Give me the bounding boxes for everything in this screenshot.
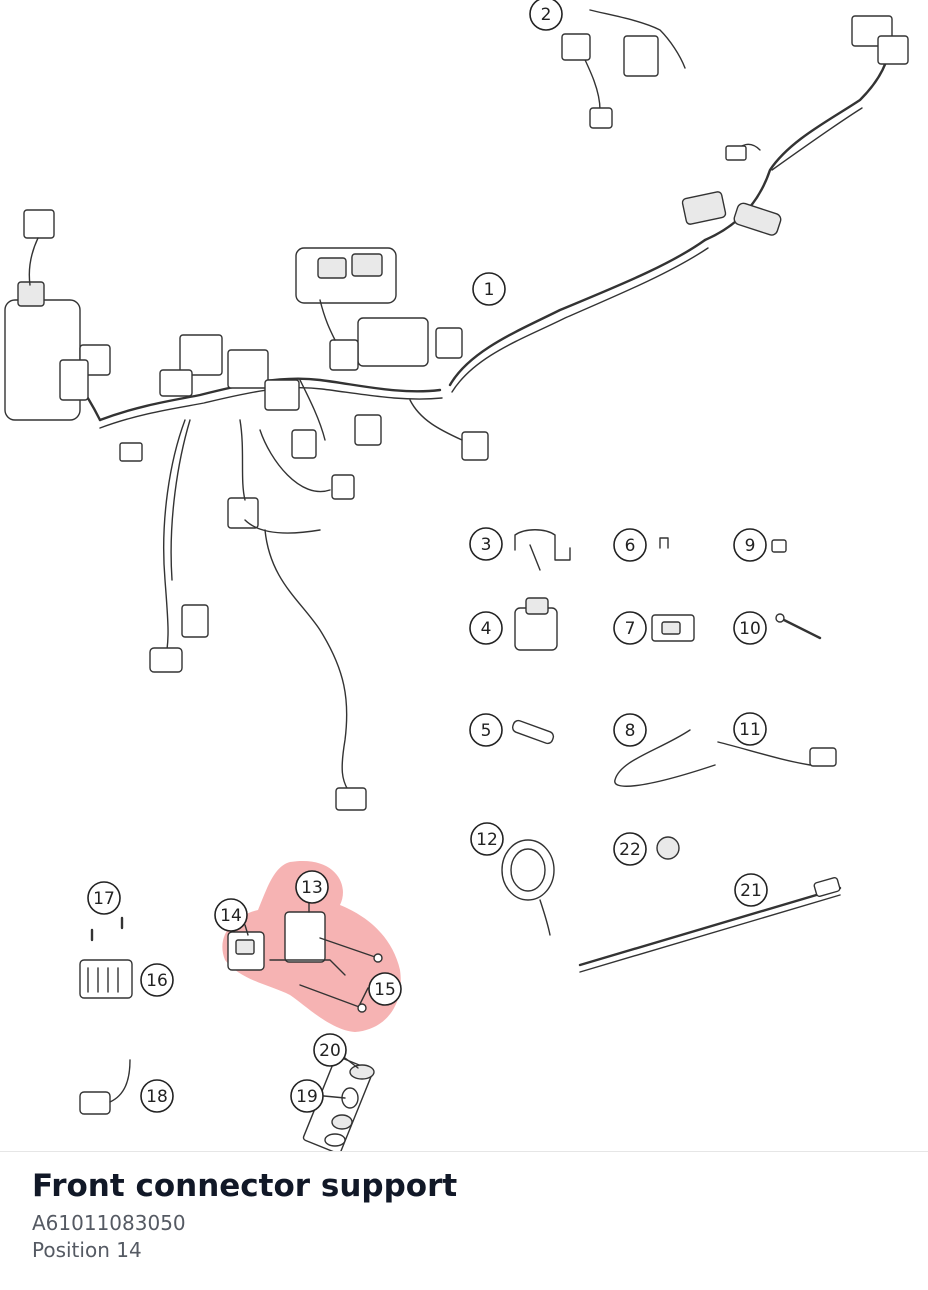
callout-label: 9 [745,536,756,556]
callout-circle [469,527,503,561]
main-wiring-harness [4,15,909,811]
part-18-sensor [79,1059,131,1115]
callout-5: 5 [469,713,503,747]
part-12-ring [501,839,555,936]
callout-label: 21 [740,881,762,901]
callout-10: 10 [733,611,767,645]
callout-label: 3 [481,535,492,555]
callout-13: 13 [295,870,329,904]
part-21-cable-tie [578,876,842,973]
callout-circle [733,528,767,562]
callout-20: 20 [313,1033,347,1067]
callout-circle [469,713,503,747]
part-2-sub-harness [561,9,686,129]
callout-label: 10 [739,619,761,639]
callout-circle [734,873,768,907]
callout-label: 13 [301,878,323,898]
callout-circle [469,611,503,645]
part-position: Position 14 [32,1238,142,1262]
part-13-connector-bracket [269,911,346,976]
part-6-clip [659,537,669,549]
part-5-fuse [511,719,555,745]
callout-3: 3 [469,527,503,561]
callout-circle [613,713,647,747]
callout-circle [140,963,174,997]
part-22-grommet [656,836,680,860]
callout-circle [290,1079,324,1113]
part-10-pin [775,613,822,640]
callout-label: 16 [146,971,168,991]
callout-18: 18 [140,1079,174,1113]
callout-circle [613,611,647,645]
callout-circle [613,528,647,562]
callout-8: 8 [613,713,647,747]
callout-circle [733,712,767,746]
callout-15: 15 [368,972,402,1006]
callout-12: 12 [470,822,504,856]
callout-circle [470,822,504,856]
callout-circle [472,272,506,306]
callout-circle [613,832,647,866]
callout-label: 8 [625,721,636,741]
callout-label: 2 [541,5,552,25]
part-8-cable-tie [614,729,716,787]
callout-label: 5 [481,721,492,741]
callout-circle [87,881,121,915]
divider [0,1151,928,1152]
callout-1: 1 [472,272,506,306]
callout-label: 1 [484,280,495,300]
part-3-clip [514,529,571,571]
callout-11: 11 [733,712,767,746]
callout-circle [529,0,563,31]
part-number: A61011083050 [32,1211,186,1235]
callout-16: 16 [140,963,174,997]
callout-circle [295,870,329,904]
callout-label: 12 [476,830,498,850]
callout-21: 21 [734,873,768,907]
part-9-clip [771,539,787,553]
callout-label: 22 [619,840,641,860]
part-4-relay [514,597,558,651]
callout-14: 14 [214,898,248,932]
callout-circle [140,1079,174,1113]
part-7-connector [651,614,695,642]
callout-6: 6 [613,528,647,562]
part-19-20-plug-kit [302,1055,375,1152]
callout-label: 17 [93,889,115,909]
callout-label: 18 [146,1087,168,1107]
callout-label: 4 [481,619,492,639]
part-16-regulator [79,959,133,999]
callout-circle [313,1033,347,1067]
callout-2: 2 [529,0,563,31]
part-14-front-connector-support [227,931,265,971]
callout-9: 9 [733,528,767,562]
part-11-wire [717,741,837,767]
callout-4: 4 [469,611,503,645]
callout-circle [214,898,248,932]
callout-label: 7 [625,619,636,639]
callout-7: 7 [613,611,647,645]
callout-label: 6 [625,536,636,556]
callout-circle [733,611,767,645]
callout-label: 14 [220,906,242,926]
callout-19: 19 [290,1079,324,1113]
callout-label: 19 [296,1087,318,1107]
part-15-bolts [299,937,383,1013]
part-17-screws [90,916,124,942]
callout-label: 15 [374,980,396,1000]
callout-17: 17 [87,881,121,915]
callout-label: 11 [739,720,761,740]
callout-label: 20 [319,1041,341,1061]
part-title: Front connector support [32,1168,458,1204]
callout-22: 22 [613,832,647,866]
callout-circle [368,972,402,1006]
